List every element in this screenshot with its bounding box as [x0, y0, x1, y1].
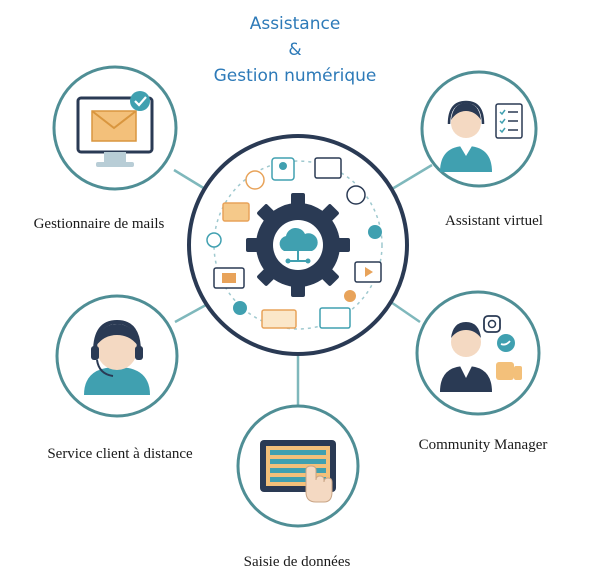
cog-small-icon	[368, 225, 382, 239]
node-service-label: Service client à distance	[47, 446, 193, 462]
instagram-icon	[483, 315, 501, 333]
dot-orange-icon	[344, 290, 356, 302]
connector-assistant	[386, 163, 433, 194]
node-assistant-label: Assistant virtuel	[445, 213, 543, 229]
central-hub	[187, 134, 409, 356]
cog-small-icon-2	[233, 301, 247, 315]
gear-icon	[246, 193, 350, 297]
node-mails	[52, 65, 178, 191]
mail-card-icon	[314, 157, 342, 179]
person-small-icon	[206, 232, 222, 248]
node-community-label: Community Manager	[418, 437, 548, 453]
title-line-3: Gestion numérique	[213, 66, 377, 86]
email-monitor-icon	[76, 91, 154, 167]
title-line-2: &	[288, 40, 302, 60]
headset-agent-checklist-icon	[440, 100, 523, 172]
thumbs-up-icon	[496, 362, 514, 380]
chat-bubble-icon	[222, 202, 250, 222]
cloud-icon	[279, 227, 318, 251]
hub-dotted-orbit	[213, 160, 383, 330]
title-line-1: Assistance	[249, 14, 341, 34]
data-entry-tablet-icon	[260, 440, 336, 503]
social-media-manager-icon	[440, 315, 522, 392]
node-service	[55, 294, 179, 418]
headset-agent-icon	[84, 319, 150, 395]
user-icon	[346, 185, 366, 205]
orbit-icons	[206, 157, 382, 329]
node-community-ring	[415, 290, 541, 416]
node-saisie	[236, 404, 360, 528]
node-community	[415, 290, 541, 416]
message-icon	[319, 307, 351, 329]
node-mails-label: Gestionnaire de mails	[33, 216, 165, 232]
node-assistant	[420, 70, 538, 188]
target-icon	[245, 170, 265, 190]
document-icon	[261, 309, 297, 329]
twitter-icon	[497, 334, 515, 352]
node-saisie-label: Saisie de données	[243, 554, 351, 570]
